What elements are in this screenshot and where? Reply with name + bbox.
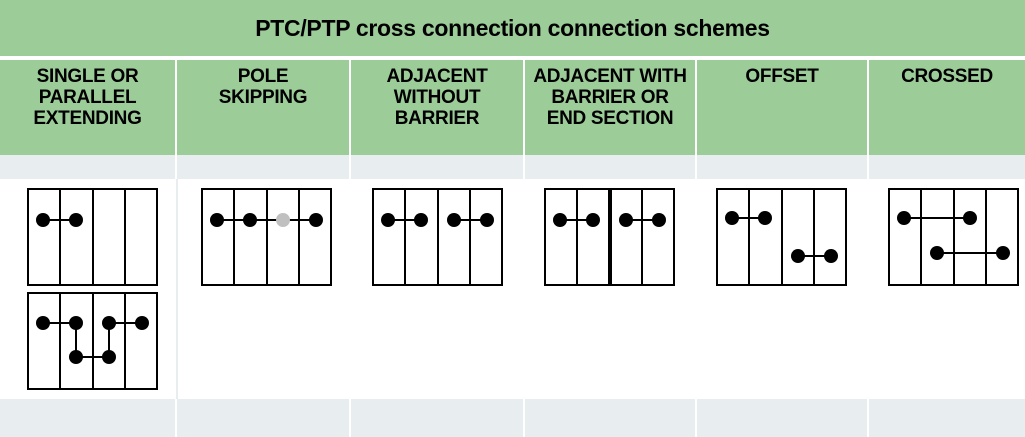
connection-point [309, 213, 323, 227]
column-divider [176, 179, 178, 399]
connection-point [102, 316, 116, 330]
header-adjacent-without-barrier: ADJACENT WITHOUT BARRIER [351, 60, 523, 155]
header-offset: OFFSET [697, 60, 867, 155]
connection-point [791, 249, 805, 263]
connection-point [36, 213, 50, 227]
connection-point [619, 213, 633, 227]
header-adjacent-with-barrier: ADJACENT WITH BARRIER OR END SECTION [525, 60, 695, 155]
header-pole-skipping: POLE SKIPPING [177, 60, 349, 155]
connection-point [243, 213, 257, 227]
connection-point [69, 350, 83, 364]
spacer-band [177, 155, 349, 179]
diagram-adjacent-without-barrier [372, 188, 503, 286]
diagram-adjacent-with-barrier [544, 188, 675, 286]
spacer-band [351, 155, 523, 179]
diagram-pole-skipping [201, 188, 332, 286]
connection-point [758, 211, 772, 225]
connection-point [897, 211, 911, 225]
header-row: SINGLE OR PARALLEL EXTENDING POLE SKIPPI… [0, 60, 1025, 155]
connection-point [652, 213, 666, 227]
connection-point [586, 213, 600, 227]
connection-point [824, 249, 838, 263]
connection-point [135, 316, 149, 330]
connection-point [930, 246, 944, 260]
diagram-crossed [888, 188, 1019, 286]
header-single-parallel-extending: SINGLE OR PARALLEL EXTENDING [0, 60, 175, 155]
spacer-band [177, 399, 349, 437]
connection-point [36, 316, 50, 330]
connection-point [553, 213, 567, 227]
table-title: PTC/PTP cross connection connection sche… [0, 0, 1025, 58]
connection-point [69, 316, 83, 330]
connection-point [69, 213, 83, 227]
spacer-band [869, 399, 1025, 437]
connection-point [210, 213, 224, 227]
spacer-band [697, 155, 867, 179]
connection-point [381, 213, 395, 227]
connection-point [963, 211, 977, 225]
spacer-band [697, 399, 867, 437]
connection-point [102, 350, 116, 364]
spacer-band [351, 399, 523, 437]
diagram-offset [716, 188, 847, 286]
header-crossed: CROSSED [869, 60, 1025, 155]
connection-point [447, 213, 461, 227]
connection-point [996, 246, 1010, 260]
connection-point [725, 211, 739, 225]
connection-point [414, 213, 428, 227]
spacer-band [0, 155, 175, 179]
diagram-single-parallel-extending [27, 188, 158, 390]
spacer-band [525, 155, 695, 179]
skipped-point [276, 213, 290, 227]
spacer-band [869, 155, 1025, 179]
connection-point [480, 213, 494, 227]
spacer-band [525, 399, 695, 437]
spacer-band [0, 399, 175, 437]
